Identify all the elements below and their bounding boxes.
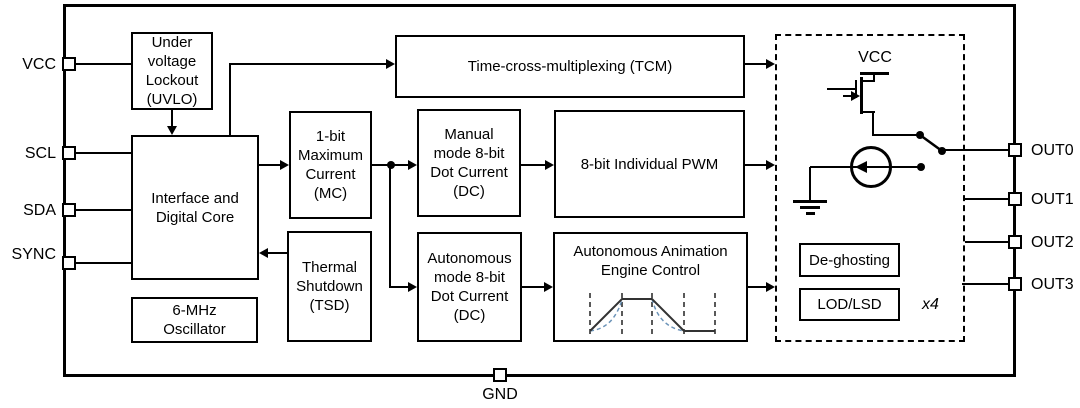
current-source-arrow: [855, 161, 867, 173]
arrow-into-manual-dc: [408, 160, 417, 170]
arrow-into-auto-dc: [408, 282, 417, 292]
ground-bar-3: [806, 212, 815, 215]
wire-auto-dc-to-animation: [522, 286, 545, 288]
pin-label-sync: SYNC: [11, 246, 56, 263]
switch-throw-bottom-dot: [917, 163, 925, 171]
internal-vcc-label: VCC: [858, 49, 892, 66]
wire-to-out2: [965, 241, 1008, 243]
pin-square-out0: [1008, 143, 1022, 157]
pin-label-out3: OUT3: [1031, 276, 1074, 293]
arrow-tsd-into-interface: [259, 248, 268, 258]
wire-interface-to-tcm-horizontal: [229, 63, 387, 65]
block-deghosting: De-ghosting: [799, 243, 900, 277]
wire-tsd-to-interface: [268, 252, 288, 254]
current-source-circle: [850, 146, 892, 188]
wire-tcm-to-output-stage: [745, 63, 767, 65]
pin-square-sync: [62, 256, 76, 270]
arrow-uvlo-to-interface: [167, 126, 177, 135]
block-interface: Interface and Digital Core: [131, 135, 259, 280]
pin-square-gnd: [493, 368, 507, 382]
arrow-into-pwm: [545, 160, 554, 170]
wire-sda-to-interface: [76, 209, 131, 211]
ground-bar-2: [800, 206, 820, 209]
mosfet-gate-wire: [827, 88, 856, 90]
pin-label-vcc: VCC: [22, 56, 56, 73]
pin-square-out1: [1008, 192, 1022, 206]
block-tcm: Time-cross-multiplexing (TCM): [395, 35, 745, 98]
pin-label-out0: OUT0: [1031, 142, 1074, 159]
output-stage-dashed-box: [775, 34, 965, 342]
wire-manual-dc-to-pwm: [521, 164, 546, 166]
block-animation-engine: Autonomous Animation Engine Control: [553, 232, 748, 342]
mosfet-body-arrow-wire: [843, 95, 853, 97]
wire-junction-to-auto-dc: [389, 286, 409, 288]
mosfet-gate-plate: [855, 80, 857, 98]
pin-label-gnd: GND: [482, 386, 518, 403]
wire-animation-to-output-stage: [748, 286, 767, 288]
ground-bar-1: [793, 200, 827, 203]
mosfet-channel-plate: [860, 77, 863, 114]
block-oscillator: 6-MHz Oscillator: [131, 297, 258, 343]
wire-to-out0: [942, 149, 1008, 151]
vcc-rail-stub: [873, 74, 875, 82]
drain-vertical-wire: [872, 111, 874, 135]
switch-common-dot: [938, 147, 946, 155]
animation-waveform-icon: [589, 293, 716, 337]
junction-dot: [387, 161, 395, 169]
block-autonomous-dot-current: Autonomous mode 8-bit Dot Current (DC): [417, 232, 522, 342]
pin-label-out1: OUT1: [1031, 191, 1074, 208]
block-individual-pwm: 8-bit Individual PWM: [554, 110, 745, 218]
mosfet-drain-wire: [862, 111, 875, 113]
arrow-animation-into-output-stage: [766, 282, 775, 292]
ground-stub-wire: [809, 167, 811, 200]
animation-engine-label: Autonomous Animation Engine Control: [573, 243, 728, 279]
wire-pwm-to-output-stage: [745, 164, 767, 166]
arrow-pwm-into-output-stage: [766, 160, 775, 170]
wire-junction-vertical: [389, 165, 391, 287]
wire-uvlo-to-interface: [171, 110, 173, 127]
pin-label-sda: SDA: [23, 202, 56, 219]
arrow-into-mc: [280, 160, 289, 170]
block-thermal-shutdown: Thermal Shutdown (TSD): [287, 231, 372, 342]
arrow-into-animation: [544, 282, 553, 292]
wire-interface-to-tcm-vertical: [229, 63, 231, 135]
wire-vcc-to-uvlo: [76, 63, 131, 65]
vcc-rail-bar: [860, 72, 889, 75]
block-uvlo: Under voltage Lockout (UVLO): [131, 32, 213, 110]
wire-interface-to-mc: [259, 164, 281, 166]
pin-label-out2: OUT2: [1031, 234, 1074, 251]
pin-square-vcc: [62, 57, 76, 71]
wire-to-out1: [965, 198, 1008, 200]
wire-sync-to-interface: [76, 262, 131, 264]
block-lod-lsd: LOD/LSD: [799, 288, 900, 321]
wire-scl-to-interface: [76, 152, 131, 154]
arrow-into-tcm: [386, 59, 395, 69]
mosfet-body-arrow: [851, 91, 860, 101]
block-manual-dot-current: Manual mode 8-bit Dot Current (DC): [417, 109, 521, 217]
pin-label-scl: SCL: [24, 145, 56, 162]
drain-to-switch-wire: [872, 134, 921, 136]
pin-square-out2: [1008, 235, 1022, 249]
block-max-current: 1-bit Maximum Current (MC): [289, 111, 372, 219]
arrow-tcm-into-output-stage: [766, 59, 775, 69]
multiplier-label: x4: [922, 296, 939, 313]
pin-square-scl: [62, 146, 76, 160]
switch-throw-top-dot: [916, 131, 924, 139]
pin-square-out3: [1008, 277, 1022, 291]
mosfet-source-wire: [862, 80, 875, 82]
wire-to-out3: [962, 283, 1008, 285]
pin-square-sda: [62, 203, 76, 217]
